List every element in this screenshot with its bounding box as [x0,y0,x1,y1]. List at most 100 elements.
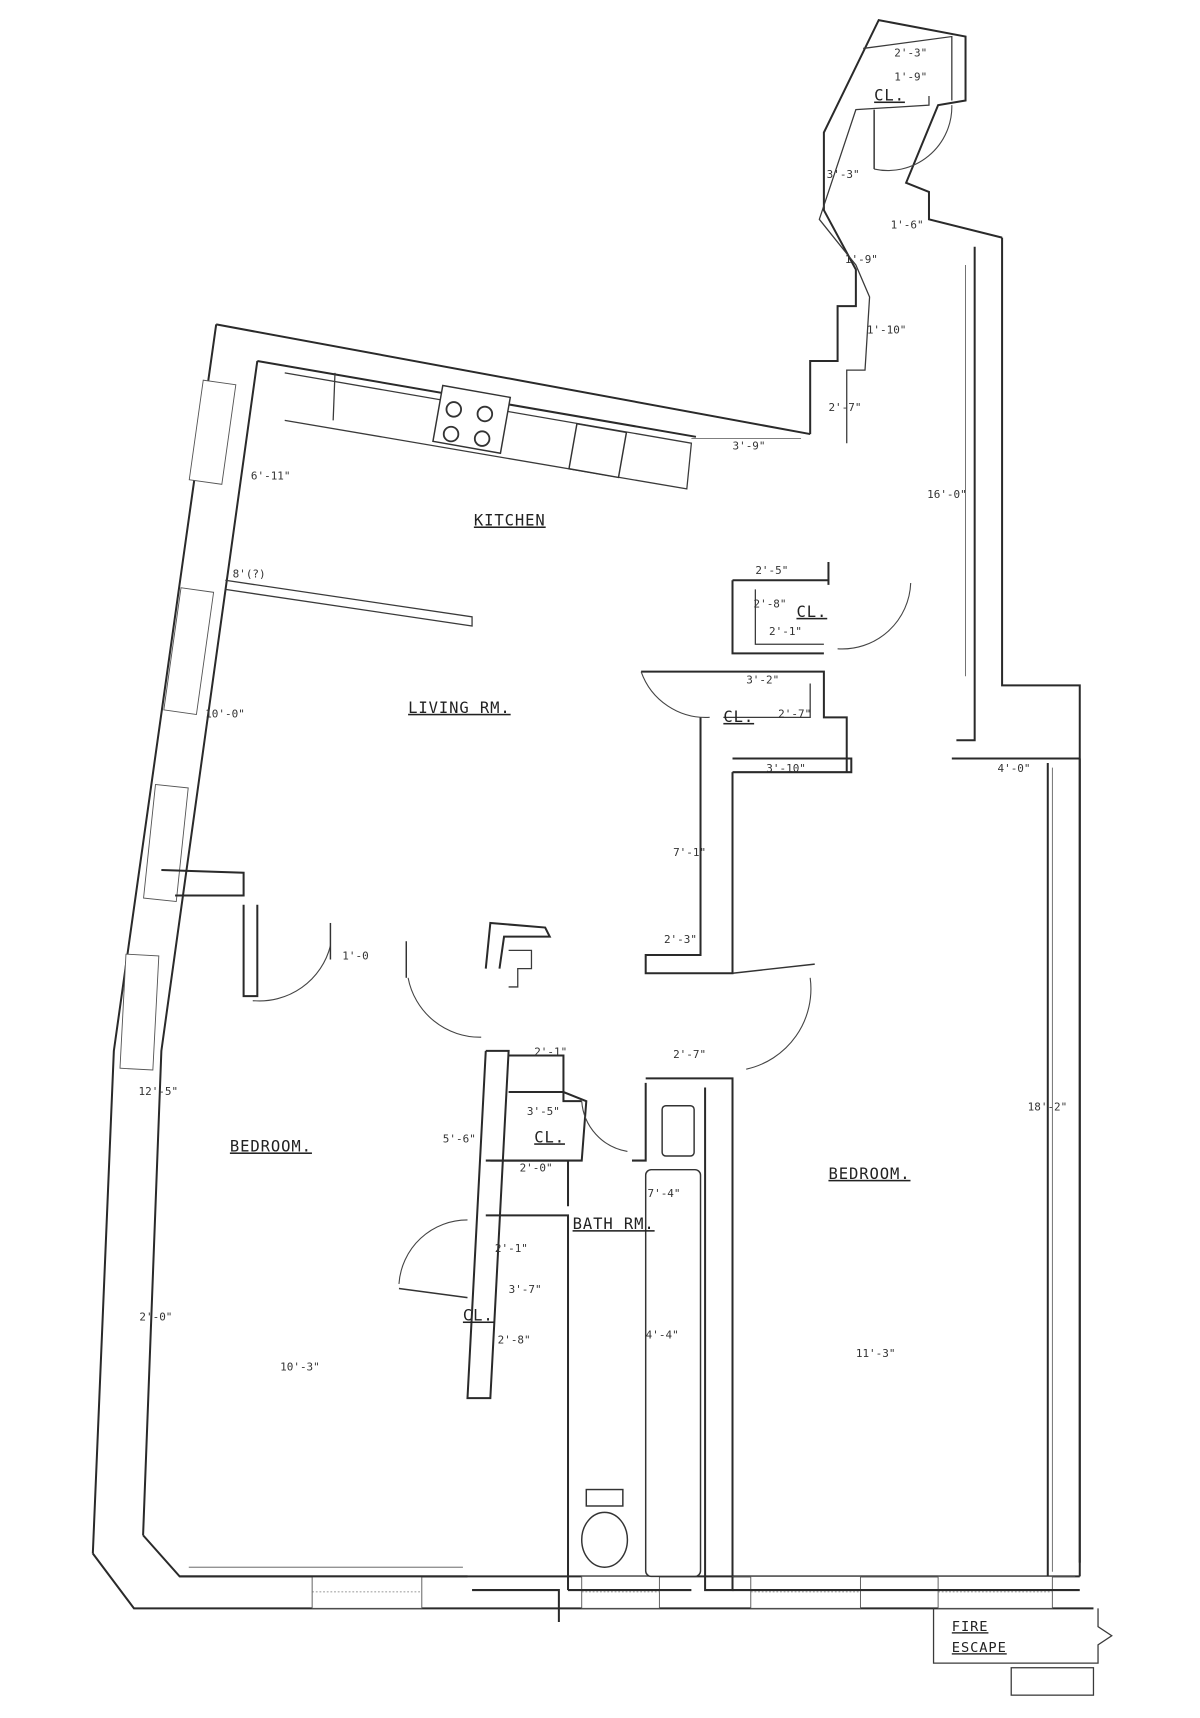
label-living-room: LIVING RM. [408,699,511,717]
door-bedroom-right-leaf[interactable] [732,963,815,974]
dim-br-right-w: 11'-3" [856,1347,896,1360]
living-door-jamb [484,921,552,969]
cl1-top [732,562,830,585]
window-bottom-1 [311,1575,423,1609]
wall-right-inner [956,246,976,742]
cl3-top [508,1054,582,1103]
dim-cl2-w: 3'-2" [746,674,779,687]
dim-hall-w: 3'-10" [766,762,806,775]
kitchen-living-divider [225,579,473,627]
dim-cl3-b: 2'-0" [520,1162,553,1175]
label-closet-2: CL. [723,708,754,726]
dim-cl1-w: 2'-5" [755,564,788,577]
dim-cl4-w: 2'-1" [495,1242,528,1255]
dim-door-marker: 1'-0 [342,950,368,963]
dimension-labels: 2'-3" 1'-9" 3'-3" 1'-6" 1'-9" 1'-10" 2'-… [139,47,1068,1374]
burner-icon [442,425,460,443]
dim-corner: 2'-0" [139,1310,172,1323]
door-entry-arc [874,105,953,172]
bathtub [644,1168,702,1578]
label-closet-4: CL. [463,1306,494,1324]
dim-hall-d: 1'-10" [867,324,907,337]
fire-escape-platform [932,1608,1113,1664]
dim-hall-a: 3'-3" [827,168,860,181]
hall-west [644,717,734,975]
cl2-inner [723,683,811,718]
dim-hall-e: 2'-7" [828,401,861,414]
burner-icon [473,430,491,447]
dim-living-left: 10'-0" [205,707,245,720]
cl3-bottom [485,1159,570,1207]
label-closet-3: CL. [534,1128,565,1146]
exterior-walls [91,18,1094,1610]
label-bath-room: BATH RM. [573,1215,655,1233]
door-bedroom-left-arc [252,945,331,1002]
dim-hall-c: 1'-9" [845,253,878,266]
bath-fixtures [580,1105,702,1578]
dim-tub-w: 4'-4" [646,1329,679,1342]
closet-column [466,1049,510,1400]
dim-bath-top: 2'-7" [673,1048,706,1061]
door-bedroom-right-arc [746,977,812,1070]
bath-right [704,1082,734,1592]
door-bath-arc [581,1101,628,1152]
window-left-2 [163,587,215,715]
dim-cl3-h: 5'-6" [443,1132,476,1145]
label-closet-entry: CL. [874,87,905,105]
cl1-inner [754,589,824,645]
kitchen-sink [568,422,628,479]
window-bottom-2 [581,1575,660,1609]
toilet-tank [585,1488,624,1507]
dim-cl3-w: 3'-5" [527,1105,560,1118]
toilet [580,1511,629,1568]
label-bedroom-right: BEDROOM. [828,1165,910,1183]
door-cl4-leaf[interactable] [398,1287,468,1299]
dim-top-cl-d: 1'-9" [894,70,927,83]
burner-icon [476,405,494,423]
wall-left-outer [91,324,218,1554]
fire-escape-stair [1010,1667,1095,1696]
window-bottom-4 [937,1575,1053,1609]
br-left-stub [161,868,245,897]
wall-entry-inner [818,95,930,444]
label-kitchen: KITCHEN [474,511,546,529]
wall-right-outer [1001,237,1081,1577]
dim-cl2-d: 2'-7" [778,707,811,720]
window-left-1 [188,379,237,485]
label-fire: FIRE [952,1619,989,1635]
door-cl4-arc [398,1219,468,1284]
dim-hall-len: 7'-1" [673,846,706,859]
kitchen-fixtures [284,372,693,490]
bath-sink [661,1105,695,1157]
dim-counter-end: 3'-9" [733,440,766,453]
interior-walls [161,562,1080,1623]
cl4-bottom [472,1589,560,1623]
stove [432,384,512,455]
label-escape: ESCAPE [952,1640,1007,1656]
window-left-4 [119,953,160,1071]
dim-right-wall: 16'-0" [927,488,967,501]
jamb-notch [508,949,533,988]
dim-kitchen-left: 6'-11" [251,470,291,483]
dim-br-right-h: 18'-2" [1028,1100,1068,1113]
wall-top-outer [216,323,811,436]
windows [119,379,1053,1609]
cl2-walls [641,670,848,773]
hall-top [732,757,853,774]
bath-left [631,1082,647,1162]
door-cl2-arc [640,671,710,718]
window-bottom-3 [750,1575,861,1609]
door-living-arc [407,977,482,1038]
dim-br-left-w: 10'-3" [280,1361,320,1374]
dim-hall-b: 1'-6" [891,218,924,231]
wall-left-inner [142,360,259,1536]
dim-cl4-h: 3'-7" [509,1283,542,1296]
counter-divider [332,372,336,421]
dim-hall-end: 2'-3" [664,933,697,946]
dim-cl4-b: 2'-8" [498,1333,531,1346]
dim-bath-cl-top: 2'-1" [534,1045,567,1058]
wall-entry-cl [863,35,953,101]
doors [252,105,953,1299]
dim-tub-h: 7'-4" [648,1187,681,1200]
cl1-walls [731,580,824,655]
